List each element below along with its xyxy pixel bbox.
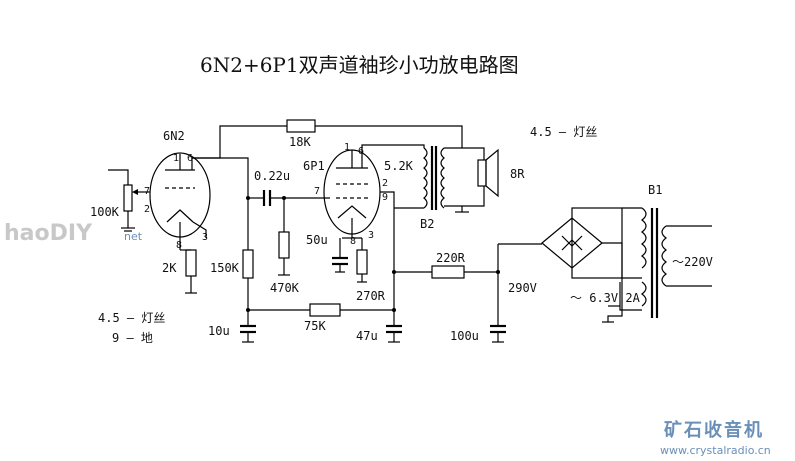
b2-label: B2 <box>420 217 434 231</box>
tube2-pin-1: 1 <box>344 142 350 153</box>
output-transformer-b2: B2 <box>420 146 445 231</box>
heater-note-v2: 4.5 — 灯丝 <box>530 125 597 139</box>
c-coupling-label: 0.22u <box>254 169 290 183</box>
power-transformer-b1: B1 <box>641 183 667 318</box>
tube2-pin-7: 7 <box>314 186 320 197</box>
r-supply-label: 220R <box>436 251 466 265</box>
resistor-470k <box>278 231 290 259</box>
tube2-pin-8: 8 <box>350 236 356 247</box>
resistor-150k <box>242 249 254 279</box>
r-plate1-label: 150K <box>210 261 240 275</box>
c-filter1-label: 10u <box>208 324 230 338</box>
c-filter2-label: 47u <box>356 329 378 343</box>
r-cathode2-label: 270R <box>356 289 386 303</box>
resistor-2k <box>185 249 197 277</box>
tube1-name: 6N2 <box>163 129 185 143</box>
c-supply-label: 100u <box>450 329 479 343</box>
volume-pot: 100K <box>90 169 150 232</box>
b1-label: B1 <box>648 183 662 197</box>
tube-6n2: 6N2 1 6 7 2 8 3 <box>144 129 211 251</box>
watermark-left-small: net <box>124 230 143 243</box>
tube-6p1: 6P1 1 6 7 2 3 9 8 <box>303 142 388 247</box>
tube2-name: 6P1 <box>303 159 325 173</box>
speaker-icon <box>477 148 499 198</box>
watermark-right-url: www.crystalradio.cn <box>660 444 771 457</box>
watermark-right-cn: 矿石收音机 <box>664 419 764 441</box>
r-cathode1-label: 2K <box>162 261 177 275</box>
hv-voltage-label: 290V <box>508 281 537 295</box>
r-filter-label: 75K <box>304 319 326 333</box>
tube1-pin-6: 6 <box>187 153 193 164</box>
heater-label: ～ 6.3V 2A <box>570 291 641 305</box>
resistor-220r <box>431 265 465 279</box>
tube1-pin-2: 2 <box>144 204 150 215</box>
resistor-75k <box>309 303 341 317</box>
tube2-pin-9: 9 <box>382 192 388 203</box>
r-grid-label: 470K <box>270 281 300 295</box>
r-feedback-label: 18K <box>289 135 311 149</box>
c-cathode2-label: 50u <box>306 233 328 247</box>
resistor-18k <box>286 119 316 133</box>
tube1-pin-1: 1 <box>173 153 179 164</box>
tube2-pin-6: 6 <box>358 146 364 157</box>
vol-pot-label: 100K <box>90 205 120 219</box>
ground-note: 9 — 地 <box>112 331 153 345</box>
tube1-pin-3: 3 <box>202 232 208 243</box>
mains-label: ～220V <box>672 255 713 269</box>
heater-note: 4.5 — 灯丝 <box>98 311 165 325</box>
tube1-pin-8: 8 <box>176 240 182 251</box>
speaker-label: 8R <box>510 167 525 181</box>
page-title: 6N2+6P1双声道袖珍小功放电路图 <box>200 53 519 77</box>
tube2-pin-2: 2 <box>382 178 388 189</box>
resistor-270r <box>356 249 368 275</box>
tube2-pin-3: 3 <box>368 230 374 241</box>
watermark-left: haoDIY <box>4 221 93 246</box>
impedance-label: 5.2K <box>384 159 414 173</box>
feedback-network: 18K <box>192 119 463 159</box>
